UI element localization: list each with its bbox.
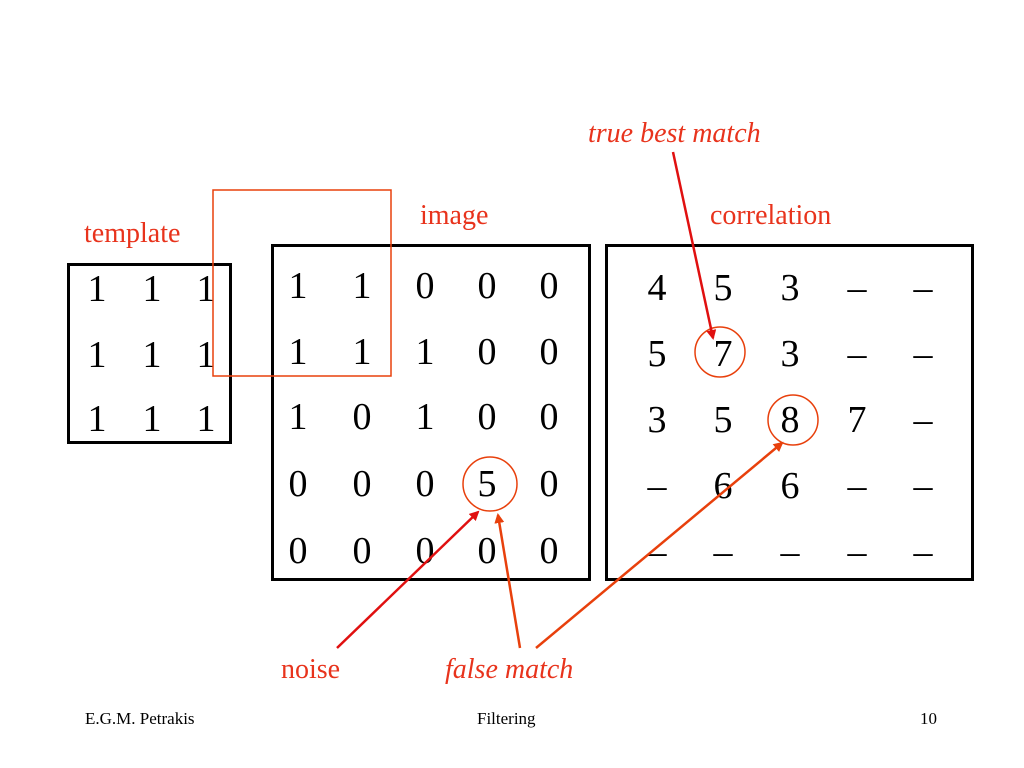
image-cell: 0: [539, 331, 559, 373]
correlation-cell: 4: [647, 267, 667, 309]
correlation-cell: –: [913, 465, 933, 507]
correlation-cell: –: [647, 531, 667, 573]
image-cell: 1: [352, 331, 372, 373]
footer-page-number: 10: [920, 709, 937, 728]
template-cell: 1: [142, 268, 162, 310]
image-cell: 0: [539, 463, 559, 505]
correlation-cell: 5: [647, 333, 667, 375]
template-label: template: [84, 218, 181, 249]
correlation-cell: –: [913, 531, 933, 573]
image-cell: 0: [415, 463, 435, 505]
template-cell: 1: [142, 398, 162, 440]
correlation-cell: –: [713, 531, 733, 573]
image-cell: 0: [352, 463, 372, 505]
correlation-cell: –: [847, 531, 867, 573]
image-cell: 0: [539, 396, 559, 438]
image-cell: 5: [477, 463, 497, 505]
correlation-cell: 6: [713, 465, 733, 507]
correlation-label: correlation: [710, 200, 832, 231]
image-cell: 1: [288, 265, 308, 307]
image-cell: 0: [539, 265, 559, 307]
correlation-cell: 8: [780, 399, 800, 441]
false-match-label: false match: [445, 654, 574, 685]
template-cell: 1: [142, 334, 162, 376]
image-cell: 1: [352, 265, 372, 307]
correlation-cell: –: [647, 465, 667, 507]
correlation-cell: –: [847, 465, 867, 507]
footer-title: Filtering: [477, 709, 536, 728]
image-cell: 1: [415, 331, 435, 373]
image-cell: 0: [477, 265, 497, 307]
image-label: image: [420, 200, 489, 231]
image-cell: 0: [477, 530, 497, 572]
image-cell: 0: [288, 463, 308, 505]
correlation-cell: 7: [847, 399, 867, 441]
image-cell: 0: [477, 396, 497, 438]
correlation-cell: 7: [713, 333, 733, 375]
correlation-cell: –: [780, 531, 800, 573]
template-cell: 1: [196, 398, 216, 440]
image-cell: 1: [288, 396, 308, 438]
image-cell: 0: [352, 396, 372, 438]
image-cell: 0: [352, 530, 372, 572]
template-cell: 1: [87, 398, 107, 440]
image-cell: 1: [288, 331, 308, 373]
image-cell: 0: [539, 530, 559, 572]
template-cell: 1: [87, 268, 107, 310]
correlation-cell: 5: [713, 267, 733, 309]
correlation-cell: 6: [780, 465, 800, 507]
template-cell: 1: [196, 268, 216, 310]
true-best-match-label: true best match: [588, 118, 761, 149]
image-cell: 0: [288, 530, 308, 572]
image-cell: 0: [415, 265, 435, 307]
footer-author: E.G.M. Petrakis: [85, 709, 195, 728]
correlation-cell: 3: [780, 267, 800, 309]
correlation-box: [605, 244, 974, 581]
correlation-cell: 3: [647, 399, 667, 441]
correlation-cell: –: [913, 399, 933, 441]
correlation-cell: –: [913, 267, 933, 309]
template-cell: 1: [196, 334, 216, 376]
template-cell: 1: [87, 334, 107, 376]
correlation-cell: 3: [780, 333, 800, 375]
image-cell: 1: [415, 396, 435, 438]
correlation-cell: –: [847, 267, 867, 309]
correlation-cell: –: [913, 333, 933, 375]
noise-label: noise: [281, 654, 341, 685]
correlation-cell: –: [847, 333, 867, 375]
correlation-cell: 5: [713, 399, 733, 441]
image-cell: 0: [477, 331, 497, 373]
image-cell: 0: [415, 530, 435, 572]
